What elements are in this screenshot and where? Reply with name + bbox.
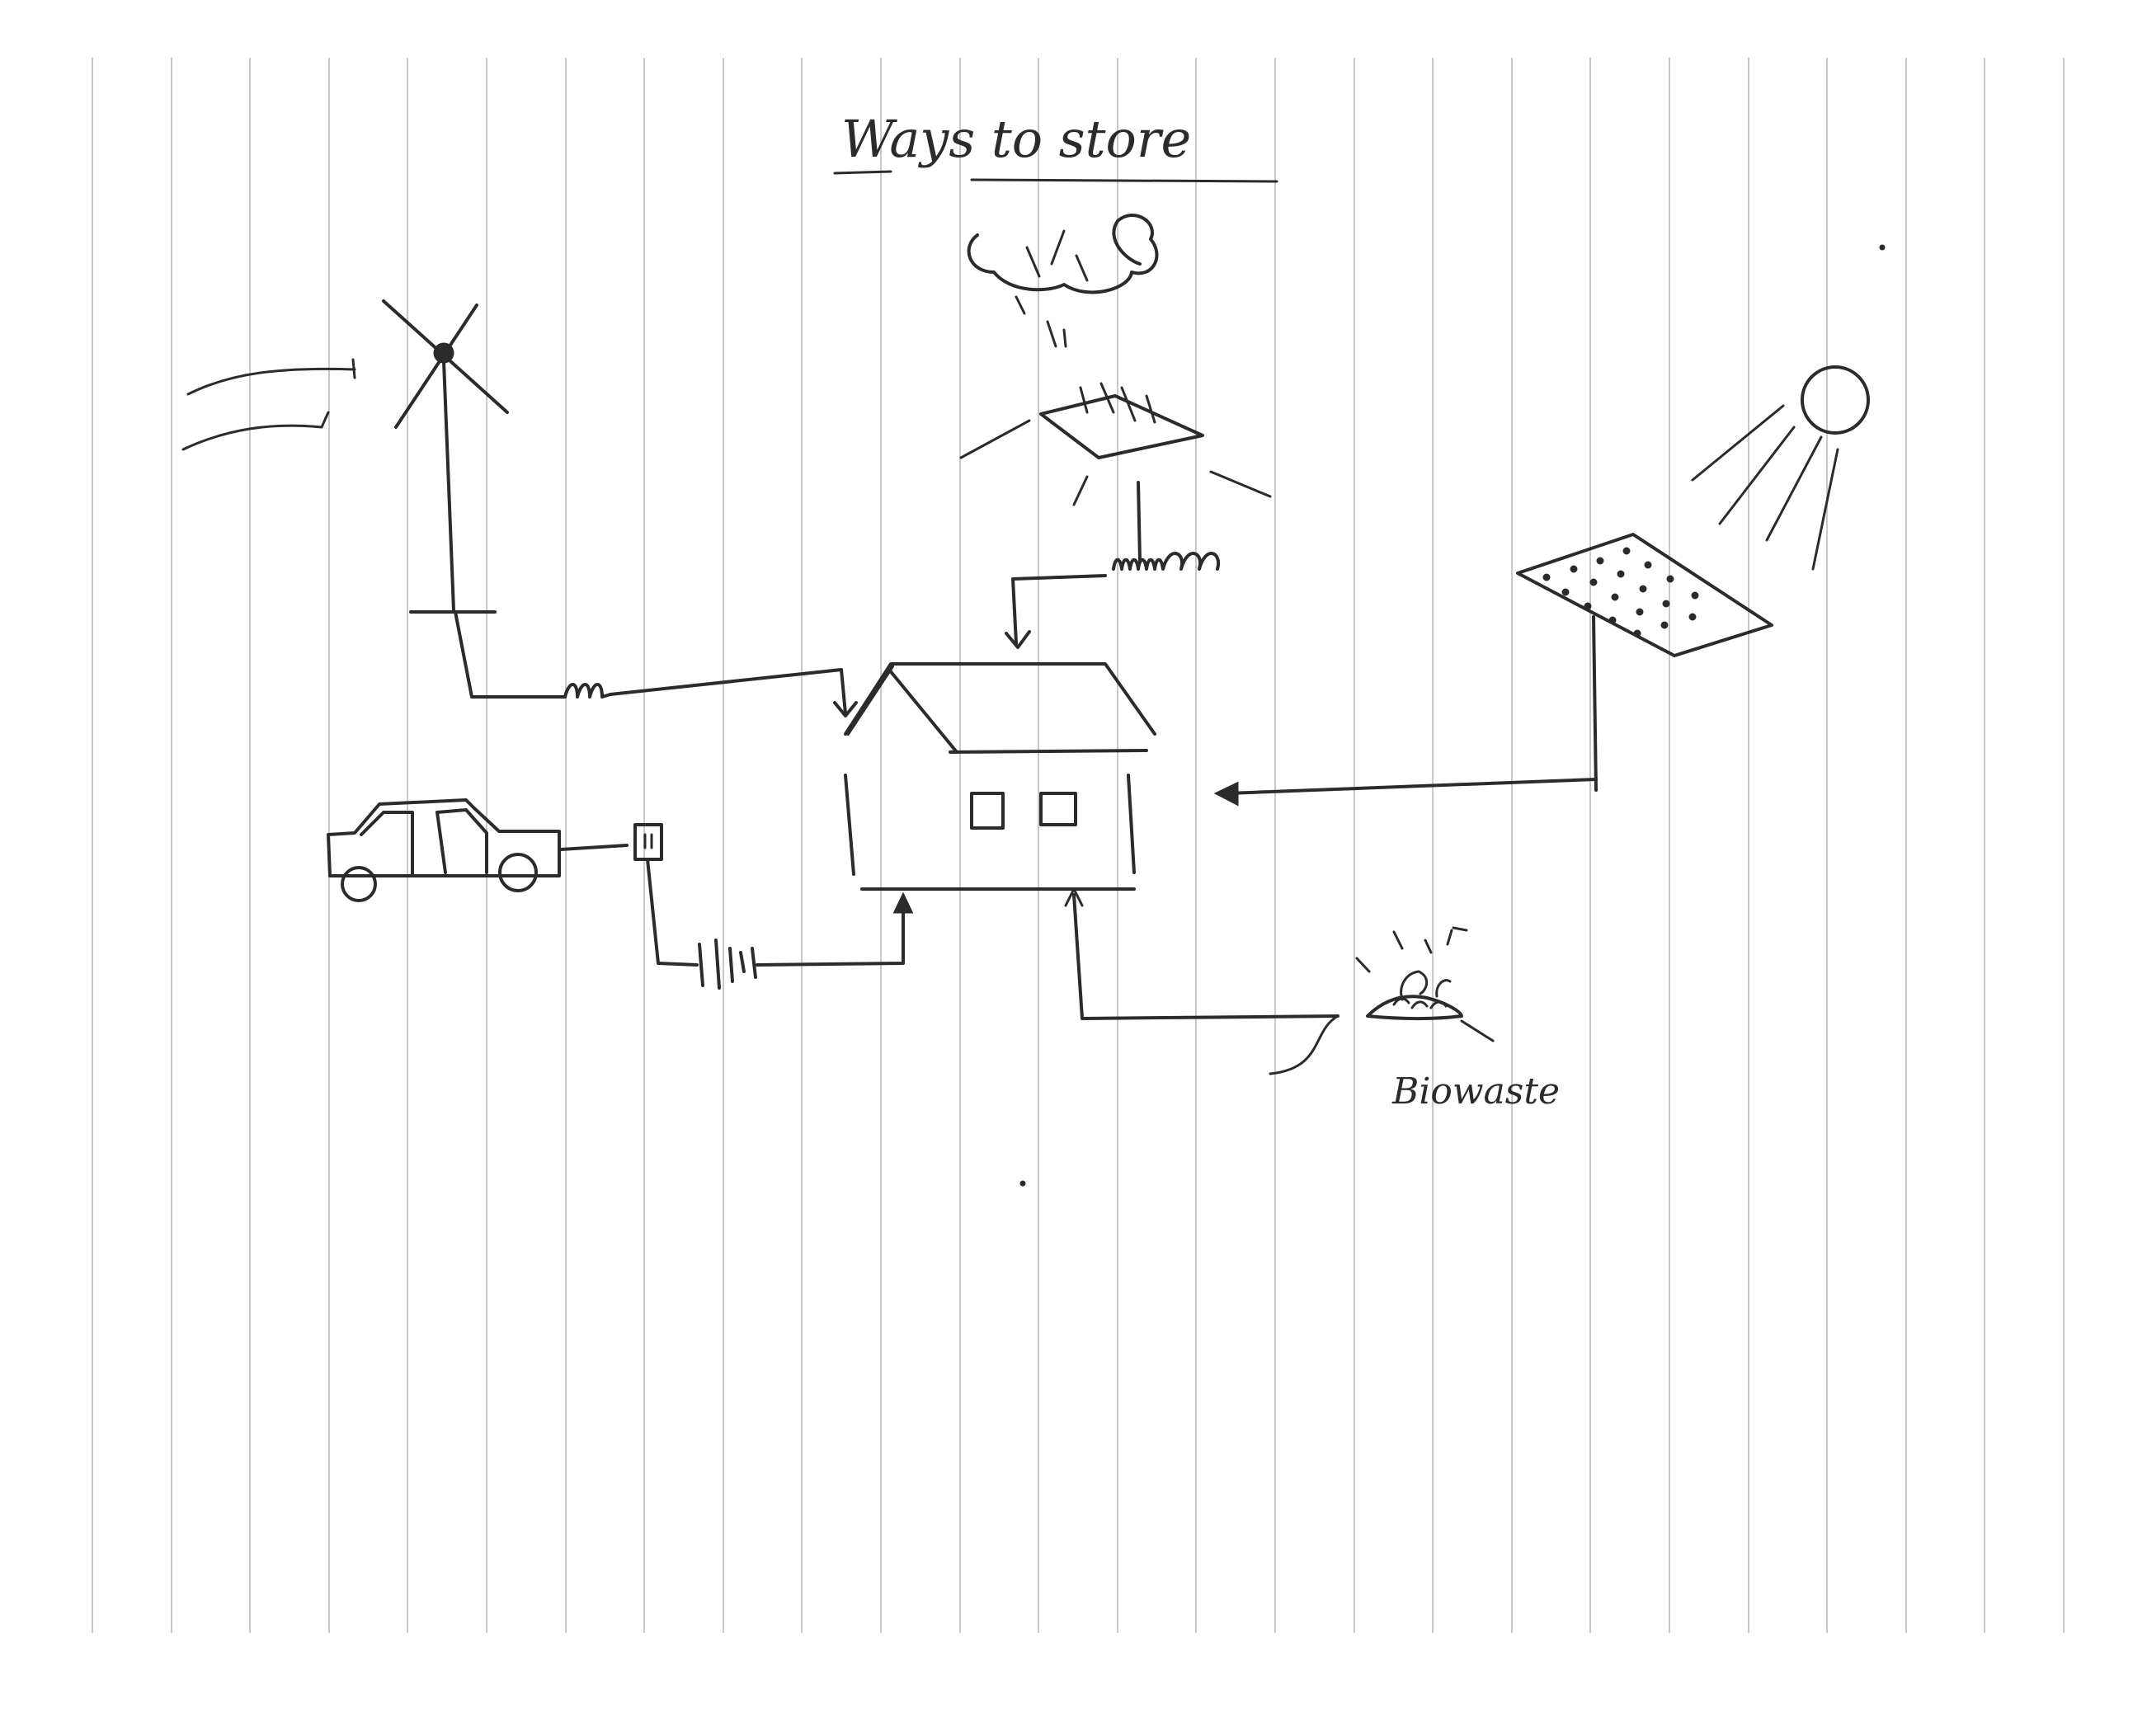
- title-underline-left: [833, 170, 892, 175]
- biowaste-label: Biowaste: [1391, 1070, 1560, 1113]
- wind-turbine-icon: [382, 299, 509, 614]
- biowaste-pile-icon: [1269, 926, 1495, 1075]
- ruled-lines: [92, 58, 2065, 1633]
- solar-panel-icon: [1516, 533, 1773, 792]
- car-icon: [327, 798, 561, 902]
- rain-catchment-roof-icon: [959, 382, 1272, 506]
- ink-dot: [1879, 244, 1886, 251]
- wind-gust-icon: [181, 358, 356, 451]
- coil-icon: [563, 683, 612, 699]
- rain-cloud-icon: [967, 214, 1159, 348]
- diagram-title: Ways to store: [841, 109, 1191, 169]
- solar-to-house-wire: [1213, 778, 1598, 807]
- turbine-to-house-wire: [454, 610, 858, 717]
- outlet-icon: [633, 823, 663, 861]
- biowaste-to-house-wire: [1064, 887, 1340, 1020]
- coil-icon: [1112, 552, 1221, 571]
- battery-symbol-icon: [698, 939, 757, 990]
- car-to-outlet-wire: [559, 823, 663, 861]
- house-icon: [844, 662, 1156, 891]
- water-pipe-to-house: [1005, 481, 1221, 649]
- sun-icon: [1691, 365, 1870, 571]
- ink-dot: [1019, 1180, 1026, 1187]
- battery-wire-to-house: [646, 858, 914, 990]
- title-underline-right: [970, 178, 1278, 183]
